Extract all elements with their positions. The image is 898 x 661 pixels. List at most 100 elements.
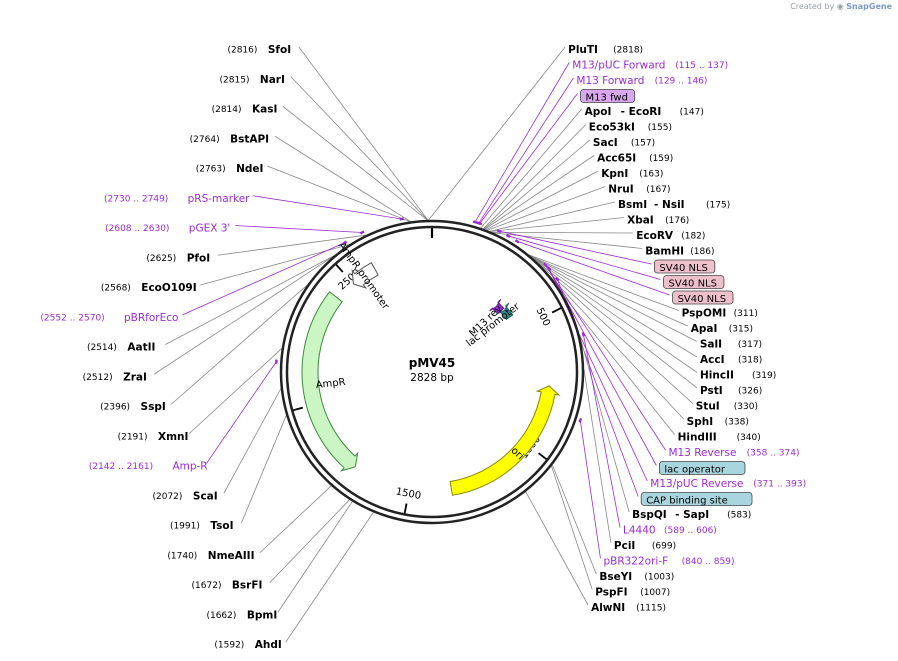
- feature-arrow-ampr-promoter[interactable]: [351, 262, 379, 289]
- site-label-nari[interactable]: NarI(2815): [220, 74, 285, 86]
- site-label-ecorv[interactable]: EcoRV(182): [636, 230, 705, 242]
- site-name: ZraI: [123, 371, 147, 383]
- site-label-bsmi[interactable]: BsmI- NsiI(175): [618, 199, 730, 211]
- site-position: (317): [738, 340, 762, 350]
- site-label-hincii[interactable]: HincII(319): [700, 370, 776, 382]
- leader-line: [583, 369, 612, 544]
- site-name: AhdI: [255, 639, 282, 651]
- site-label-sv40-nls[interactable]: SV40 NLS: [672, 290, 734, 305]
- site-label-xmni[interactable]: XmnI(2191): [118, 431, 189, 443]
- site-label-m13-reverse[interactable]: M13 Reverse(358 .. 374): [668, 447, 799, 459]
- site-label-eco53ki[interactable]: Eco53kI(155): [589, 122, 672, 134]
- site-label-acci[interactable]: AccI(318): [700, 354, 762, 366]
- plasmid-center-label: pMV45 2828 bp: [409, 356, 456, 384]
- site-position: (2764): [190, 135, 220, 145]
- site-label-sv40-nls[interactable]: SV40 NLS: [654, 259, 716, 274]
- site-name: pBRforEco: [124, 312, 178, 324]
- site-label-sv40-nls[interactable]: SV40 NLS: [663, 275, 725, 290]
- site-position: (2815): [220, 75, 250, 85]
- site-label-ahdi[interactable]: AhdI(1592): [214, 639, 281, 651]
- site-position: (129 .. 146): [655, 77, 708, 87]
- leader-line: [508, 235, 661, 280]
- site-position: (318): [738, 356, 762, 366]
- site-label-bpmi[interactable]: BpmI(1662): [206, 609, 277, 621]
- site-label-alwni[interactable]: AlwNI(1115): [591, 602, 666, 614]
- site-label-nmeaiii[interactable]: NmeAIII(1740): [167, 550, 254, 562]
- site-label-m13-puc-reverse[interactable]: M13/pUC Reverse(371 .. 393): [650, 478, 806, 490]
- leader-line: [252, 195, 402, 220]
- feature-arrow-m13-rev[interactable]: [489, 299, 505, 315]
- site-name: PluTI: [568, 44, 598, 56]
- position-tick: [403, 503, 408, 514]
- site-label-prs-marker[interactable]: pRS-marker(2730 .. 2749): [104, 193, 250, 205]
- leader-line: [480, 108, 582, 229]
- site-label-kasi[interactable]: KasI(2814): [212, 104, 278, 116]
- feature-arrow-lac-promoter[interactable]: [496, 302, 514, 321]
- site-label-ndei[interactable]: NdeI(2763): [196, 163, 264, 175]
- site-name: KasI: [252, 104, 277, 116]
- leader-line: [486, 186, 606, 231]
- site-name: NruI: [608, 184, 633, 196]
- site-label-sfoi[interactable]: SfoI(2816): [227, 44, 291, 56]
- site-label-aatii[interactable]: AatII(2514): [87, 342, 155, 354]
- site-label-pgex-3-[interactable]: pGEX 3'(2608 .. 2630): [105, 223, 230, 235]
- box-label: M13 fwd: [586, 93, 628, 104]
- site-position: (315): [729, 325, 753, 335]
- site-position: (147): [680, 108, 704, 118]
- site-label-zrai[interactable]: ZraI(2512): [83, 371, 147, 383]
- feature-arrow-ampr[interactable]: [301, 291, 359, 472]
- site-label-m13-fwd[interactable]: M13 fwd: [580, 89, 636, 104]
- site-label-pspfi[interactable]: PspFI(1007): [595, 587, 670, 599]
- feature-site-mark: [581, 331, 586, 337]
- site-label-pbr322ori-f[interactable]: pBR322ori-F(840 .. 859): [603, 556, 734, 568]
- site-label-bsrfi[interactable]: BsrFI(1672): [192, 580, 263, 592]
- leader-line: [544, 264, 666, 451]
- site-label-pspomi[interactable]: PspOMI(311): [682, 308, 758, 320]
- site-label-m13-forward[interactable]: M13 Forward(129 .. 146): [576, 75, 707, 87]
- site-label-apai[interactable]: ApaI(315): [691, 323, 753, 335]
- site-label-cap-binding-site[interactable]: CAP binding site: [640, 492, 753, 507]
- site-label-pcii[interactable]: PciI(699): [614, 540, 676, 552]
- leader-line: [551, 464, 597, 575]
- site-label-amp-r[interactable]: Amp-R(2142 .. 2161): [89, 461, 208, 473]
- site-label-m13-puc-forward[interactable]: M13/pUC Forward(115 .. 137): [572, 60, 728, 72]
- leader-line: [579, 420, 601, 559]
- site-label-sspi[interactable]: SspI(2396): [100, 401, 166, 413]
- site-label-kpni[interactable]: KpnI(163): [601, 168, 663, 180]
- site-label-sphi[interactable]: SphI(338): [687, 416, 749, 428]
- site-label-pfoi[interactable]: PfoI(2625): [146, 252, 210, 264]
- site-label-apoi[interactable]: ApoI- EcoRI(147): [585, 106, 704, 118]
- leader-line: [259, 485, 332, 554]
- plasmid-name: pMV45: [409, 356, 456, 370]
- site-label-acc65i[interactable]: Acc65I(159): [597, 153, 673, 165]
- site-label-xbai[interactable]: XbaI(176): [627, 215, 689, 227]
- leader-line: [530, 255, 698, 342]
- site-label-pbrforeco[interactable]: pBRforEco(2552 .. 2570): [40, 312, 178, 324]
- site-label-pluti[interactable]: PluTI(2818): [568, 44, 643, 56]
- site-label-nrui[interactable]: NruI(167): [608, 184, 670, 196]
- leader-line: [577, 330, 630, 513]
- site-name: BsmI: [618, 199, 647, 211]
- feature-arrow-ori[interactable]: [449, 385, 561, 496]
- site-label-bseyi[interactable]: BseYI(1003): [599, 571, 674, 583]
- site-label-l4440[interactable]: L4440(589 .. 606): [623, 525, 717, 537]
- site-label-scai[interactable]: ScaI(2072): [152, 490, 217, 502]
- site-position: (2730 .. 2749): [104, 194, 168, 204]
- site-label-saci[interactable]: SacI(157): [593, 137, 655, 149]
- site-name: SphI: [687, 416, 713, 428]
- site-label-tsoi[interactable]: TsoI(1991): [170, 520, 234, 532]
- site-name: PfoI: [187, 252, 210, 264]
- site-label-ecoo109i[interactable]: EcoO109I(2568): [101, 282, 197, 294]
- site-label-lac-operator[interactable]: lac operator: [658, 461, 746, 476]
- site-label-bamhi[interactable]: BamHI(186): [645, 246, 714, 258]
- leader-line: [182, 242, 345, 316]
- site-label-bstapi[interactable]: BstAPI(2764): [190, 133, 269, 145]
- leader-line: [533, 258, 694, 404]
- site-label-stui[interactable]: StuI(330): [696, 401, 758, 413]
- site-label-bspqi[interactable]: BspQI- SapI(583): [632, 509, 751, 521]
- site-label-sali[interactable]: SalI(317): [700, 339, 762, 351]
- site-label-hindiii[interactable]: HindIII(340): [678, 432, 761, 444]
- site-label-psti[interactable]: PstI(326): [700, 385, 762, 397]
- leader-line: [582, 334, 621, 528]
- position-tick: [538, 452, 548, 460]
